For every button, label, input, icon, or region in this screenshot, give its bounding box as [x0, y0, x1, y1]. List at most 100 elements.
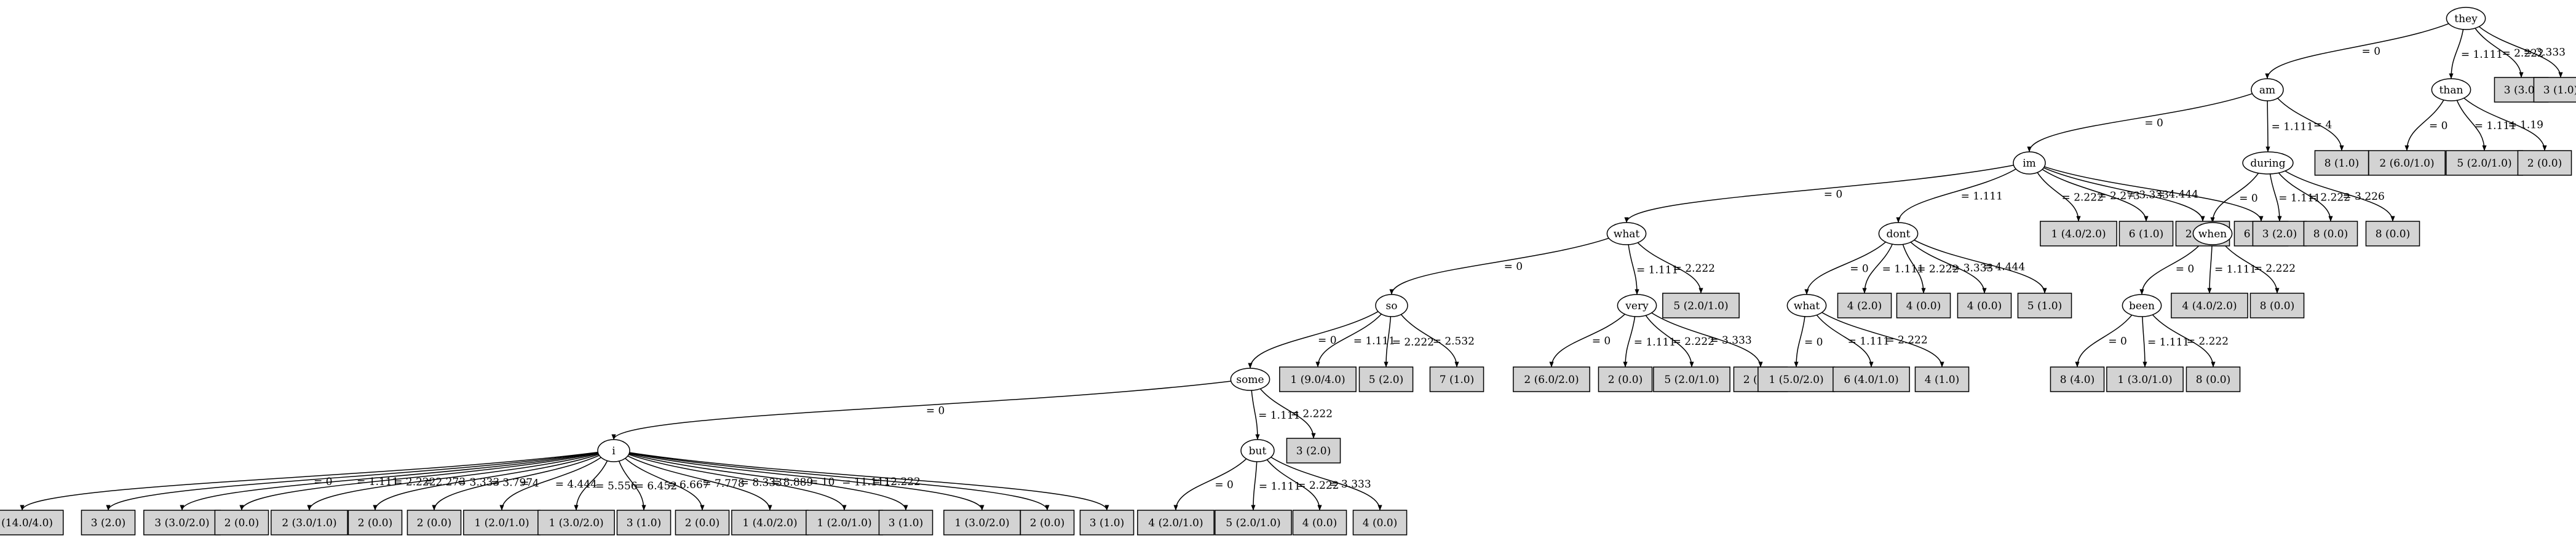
edge-condition-label: = 1.111: [1882, 263, 1924, 275]
edge-condition-label: = 2.222: [394, 476, 435, 488]
edge-condition-label: = 0: [2429, 120, 2447, 132]
edge-condition-label: = 0: [2144, 117, 2163, 130]
leaf-label: 2 (0.0): [224, 517, 260, 529]
leaf-box: [1279, 366, 1357, 392]
tree-edge: [628, 453, 908, 511]
split-node-been: [2122, 294, 2162, 317]
leaf-box: [0, 510, 64, 535]
split-node-label: very: [1625, 300, 1649, 312]
leaf-box: [1833, 366, 1910, 392]
leaf-box: [1653, 366, 1730, 392]
tree-edge: [1645, 315, 1694, 368]
tree-edge: [1628, 244, 1639, 295]
split-node-label: some: [1236, 374, 1264, 386]
leaf-box: [1286, 438, 1341, 464]
leaf-label: 2 (3.0/1.0): [282, 517, 336, 529]
tree-edge: [2478, 26, 2563, 78]
split-node-label: so: [1386, 300, 1398, 312]
edge-condition-label: = 0: [926, 405, 945, 417]
edge-condition-label: = 3.226: [2343, 191, 2385, 203]
leaf-label: 5 (2.0/1.0): [2457, 157, 2511, 170]
leaf-box: [1758, 366, 1835, 392]
leaf-label: 8 (0.0): [2196, 374, 2231, 386]
leaf-box: [2186, 366, 2241, 392]
tree-edge: [1637, 242, 1703, 294]
leaf-label: 4 (0.0): [1302, 517, 1338, 529]
tree-edge: [2027, 93, 2253, 152]
edge-condition-label: = 2.222: [2502, 47, 2543, 60]
leaf-label: 8 (4.0): [2060, 374, 2095, 386]
tree-edge: [2285, 170, 2395, 222]
leaf-box: [2533, 77, 2576, 103]
tree-edge: [1910, 242, 1987, 294]
leaf-label: 4 (2.0): [1847, 300, 1882, 312]
leaf-label: 4 (0.0): [1363, 517, 1398, 529]
tree-edge: [2139, 242, 2203, 295]
split-node-im: [2013, 151, 2046, 175]
split-node-label: i: [612, 445, 616, 457]
edge-condition-label: = 1.111: [1961, 190, 2003, 202]
leaf-box: [2050, 366, 2105, 392]
edge-condition-label: = 0: [1850, 263, 1868, 275]
tree-edge: [1794, 316, 1805, 368]
tree-edge: [1251, 461, 1258, 511]
leaf-box: [537, 510, 615, 535]
leaf-box: [143, 510, 221, 535]
edge-condition-label: = 1.111: [2147, 336, 2189, 349]
edge-condition-label: = 2.222: [1673, 263, 1715, 275]
edge-condition-label: = 8.333: [740, 477, 782, 489]
leaf-box: [2252, 221, 2307, 247]
edge-condition-label: = 0: [2239, 192, 2257, 205]
edge-condition-label: = 0: [2362, 45, 2380, 58]
leaf-box: [2517, 150, 2572, 176]
tree-edge: [499, 457, 601, 511]
tree-edge: [1173, 458, 1247, 511]
leaf-label: 5 (1.0): [2027, 300, 2063, 312]
leaf-box: [271, 510, 348, 535]
edge-condition-label: = 0: [2176, 263, 2194, 275]
edge-condition-label: = 1.111: [1258, 409, 1300, 422]
leaf-box: [2040, 221, 2117, 247]
tree-edge: [1389, 237, 1609, 295]
edge-condition-label: = 1.111: [2214, 263, 2256, 275]
split-node-label: am: [2259, 84, 2275, 97]
tree-edge: [618, 460, 646, 511]
tree-edge: [2265, 100, 2270, 152]
leaf-box: [731, 510, 809, 535]
tree-edge: [373, 454, 599, 511]
leaf-box: [2368, 150, 2446, 176]
edge-condition-label: = 2.222: [2308, 192, 2350, 204]
tree-edge: [106, 452, 598, 511]
tree-edge: [1315, 314, 1382, 368]
split-node-label: during: [2250, 157, 2285, 170]
tree-edge: [625, 457, 705, 511]
leaf-label: 2 (0.0): [417, 517, 452, 529]
leaf-box: [1215, 510, 1292, 535]
edge-condition-label: = 0: [1824, 188, 1842, 200]
edge-condition-label: = 2.222: [2254, 263, 2296, 275]
tree-edge: [2043, 167, 2205, 222]
leaf-label: 2 (0.0): [685, 517, 720, 529]
leaf-box: [1513, 366, 1590, 392]
edge-condition-label: = 2.273: [2098, 190, 2140, 202]
leaf-label: 2 (6.0/1.0): [2379, 157, 2434, 170]
edge-condition-label: = 0: [1318, 334, 1336, 347]
edge-condition-label: = 12.222: [872, 476, 921, 488]
leaf-label: 3 (2.0): [91, 517, 126, 529]
leaf-label: 4 (0.0): [1906, 300, 1941, 312]
leaf-box: [2249, 293, 2305, 318]
edge-condition-label: = 10: [809, 476, 834, 489]
leaf-box: [1352, 510, 1408, 535]
tree-edge: [239, 452, 598, 511]
edge-condition-label: = 0: [1804, 336, 1823, 349]
leaf-box: [2365, 221, 2420, 247]
leaf-label: 1 (4.0/2.0): [742, 517, 797, 529]
edge-condition-label: = 4: [520, 477, 539, 489]
tree-edge: [1624, 165, 2014, 223]
split-node-label: what: [1794, 300, 1820, 312]
edge-condition-label: = 2.222: [2062, 191, 2104, 203]
leaf-label: 1 (3.0/2.0): [549, 517, 603, 529]
edge-condition-label: = 1.111: [1634, 336, 1676, 349]
edge-condition-label: = 2.222: [1673, 336, 1714, 348]
